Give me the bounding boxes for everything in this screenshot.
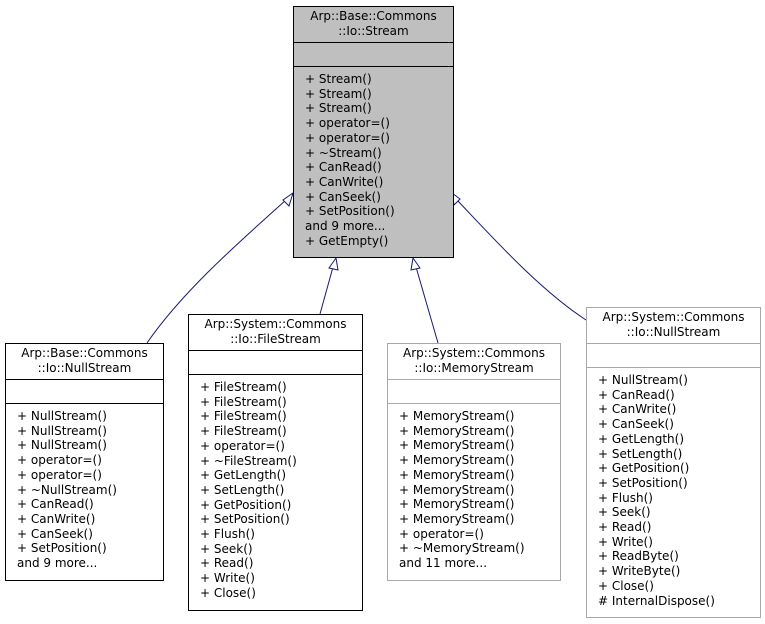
operation: + ~FileStream() [200,453,297,468]
operation: # InternalDispose() [598,593,715,608]
class-attributes [6,379,163,403]
edge-file-stream [319,266,334,315]
operation: + Stream() [305,101,372,116]
operation: + FileStream() [200,380,287,394]
operation: + Seek() [200,541,253,556]
operation: + Stream() [305,72,372,86]
operation: + GetLength() [598,431,685,446]
operation: + CanSeek() [17,526,93,541]
operation: + NullStream() [17,438,107,453]
edge-base-null-stream [146,199,287,344]
operation: + Flush() [200,527,255,542]
class-operations: + MemoryStream() + MemoryStream() + Memo… [388,403,560,571]
operation: + CanWrite() [305,174,384,189]
operation: + MemoryStream() [399,511,515,526]
class-attributes [388,379,560,403]
operation: + GetLength() [200,468,287,483]
class-title: Arp::System::Commons ::Io::NullStream [602,310,745,339]
operation: + MemoryStream() [399,438,515,453]
operation: + Stream() [305,86,372,101]
operation: + Write() [598,534,653,549]
operation-more: and 11 more... [399,556,488,571]
operation: + MemoryStream() [399,423,515,438]
operation: + CanSeek() [305,189,381,204]
class-system-null-stream[interactable]: Arp::System::Commons ::Io::NullStream + … [586,307,761,618]
operation: + SetLength() [598,446,683,461]
inheritance-arrowhead [282,191,294,207]
operation: + NullStream() [17,409,107,423]
operation: + Flush() [598,490,653,505]
operation: + SetLength() [200,482,285,497]
operation: + operator=() [305,116,390,131]
operation: + NullStream() [598,373,688,387]
operation: + CanRead() [305,160,382,175]
operation: + CanSeek() [598,417,674,432]
operation: + FileStream() [200,394,287,409]
operation: + CanRead() [598,387,675,402]
operation: + operator=() [17,467,102,482]
operation: + WriteByte() [598,564,681,579]
operation: + FileStream() [200,409,287,424]
operation: + Read() [200,556,254,571]
operation: + ~MemoryStream() [399,541,525,556]
operation: + CanWrite() [598,402,677,417]
class-file-stream[interactable]: Arp::System::Commons ::Io::FileStream + … [188,314,363,611]
operation: + MemoryStream() [399,467,515,482]
operation: + FileStream() [200,424,287,439]
operation: + MemoryStream() [399,482,515,497]
class-attributes [189,350,362,374]
operation: + operator=() [305,130,390,145]
edge-memory-stream [415,266,439,344]
class-base-null-stream[interactable]: Arp::Base::Commons ::Io::NullStream + Nu… [5,343,164,581]
operation: + operator=() [17,453,102,468]
edge-system-null-stream [456,199,587,321]
operation: + Write() [200,571,255,586]
class-attributes [294,42,453,66]
class-title: Arp::Base::Commons ::Io::NullStream [21,346,148,375]
class-operations: + FileStream() + FileStream() + FileStre… [189,374,362,601]
operation: + CanRead() [17,497,94,512]
operation: + operator=() [200,438,285,453]
inheritance-arrowhead [410,256,421,271]
class-title: Arp::Base::Commons ::Io::Stream [310,9,437,38]
class-attributes [587,343,760,367]
operation: + GetPosition() [598,461,690,476]
class-memory-stream[interactable]: Arp::System::Commons ::Io::MemoryStream … [387,343,561,581]
operation: + Seek() [598,505,651,520]
operation: + Read() [598,520,652,535]
class-operations: + Stream() + Stream() + Stream() + opera… [294,66,453,248]
operation: + ~Stream() [305,145,382,160]
operation: + GetPosition() [200,497,292,512]
class-stream[interactable]: Arp::Base::Commons ::Io::Stream + Stream… [293,6,454,258]
class-title: Arp::System::Commons ::Io::FileStream [204,317,347,346]
operation: + GetEmpty() [305,233,389,248]
operation: + Close() [200,585,256,600]
operation-more: and 9 more... [17,556,98,571]
operation: + ~NullStream() [17,482,117,497]
operation: + operator=() [399,526,484,541]
operation: + SetPosition() [200,512,290,527]
class-operations: + NullStream() + CanRead() + CanWrite() … [587,367,760,608]
operation: + NullStream() [17,423,107,438]
operation: + CanWrite() [17,511,96,526]
operation: + SetPosition() [305,204,395,219]
operation: + Close() [598,578,654,593]
class-title: Arp::System::Commons ::Io::MemoryStream [403,346,545,375]
operation: + MemoryStream() [399,497,515,512]
operation-more: and 9 more... [305,219,386,234]
inheritance-arrowhead [328,256,339,271]
operation: + SetPosition() [17,541,107,556]
operation: + ReadByte() [598,549,679,564]
operation: + MemoryStream() [399,409,515,423]
class-operations: + NullStream() + NullStream() + NullStre… [6,403,163,571]
operation: + MemoryStream() [399,453,515,468]
operation: + SetPosition() [598,475,688,490]
